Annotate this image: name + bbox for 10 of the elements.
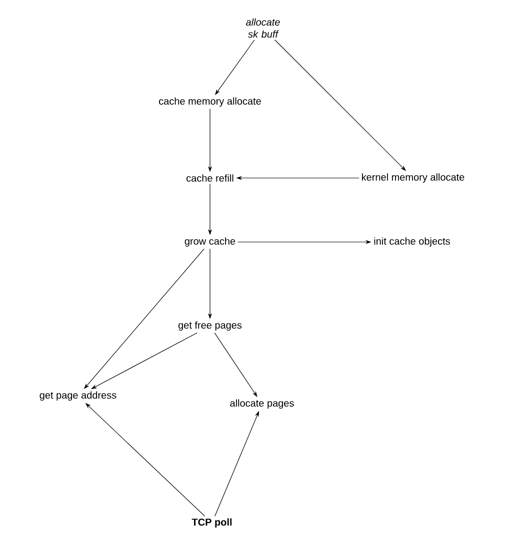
node-text: init cache objects xyxy=(374,237,450,247)
node-text: allocate sk buff xyxy=(246,18,280,38)
node-text: cache memory allocate xyxy=(159,97,261,107)
node-text: TCP poll xyxy=(192,518,232,528)
node-text: get page address xyxy=(40,391,116,401)
node-text: allocate pages xyxy=(230,399,294,409)
node-text: cache refill xyxy=(186,174,234,182)
node-text: kernel memory allocate xyxy=(362,173,464,183)
node-text: grow cache xyxy=(184,237,236,247)
node-text: get free pages xyxy=(178,321,242,331)
